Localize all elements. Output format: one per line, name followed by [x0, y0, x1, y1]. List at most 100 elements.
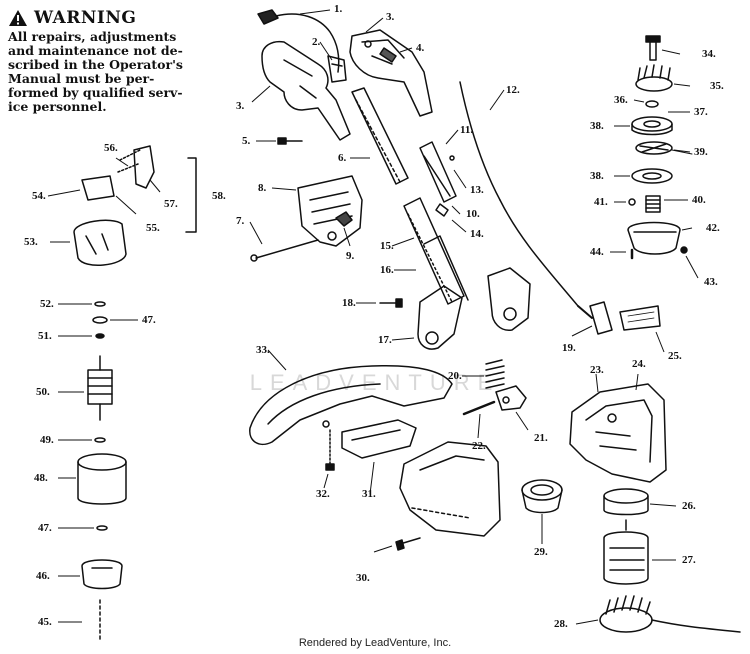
callout-30: 30. [356, 572, 370, 584]
callout-12: 12. [506, 84, 520, 96]
part-decal [619, 305, 661, 331]
callout-47b: 47. [38, 522, 52, 534]
part-cord-retainer [327, 55, 347, 83]
callout-20: 20. [448, 370, 462, 382]
callout-56: 56. [104, 142, 118, 154]
warning-line: ice personnel. [8, 99, 107, 114]
warning-line: Manual must be per- [8, 71, 155, 86]
warning-notice: WARNING All repairs, adjustments and mai… [8, 8, 208, 114]
callout-54: 54. [32, 190, 46, 202]
callout-11: 11. [460, 124, 474, 136]
part-screw-18 [379, 298, 403, 308]
callout-21: 21. [534, 432, 548, 444]
part-line-retainer [589, 301, 613, 335]
part-screw-5 [277, 137, 303, 145]
warning-line: scribed in the Operator's [8, 57, 183, 72]
part-spring [485, 359, 505, 389]
part-fan [599, 595, 741, 633]
callout-44: 44. [590, 246, 604, 258]
callout-4: 4. [416, 42, 425, 54]
callout-47a: 47. [142, 314, 156, 326]
callout-57: 57. [164, 198, 178, 210]
callout-55: 55. [146, 222, 160, 234]
part-motor-cover [399, 441, 501, 537]
leader-lines [47, 9, 699, 625]
part-cord-plug [257, 9, 340, 73]
callout-31: 31. [362, 488, 376, 500]
part-washer-36 [645, 100, 659, 108]
watermark: LEADVENTURE [249, 370, 501, 395]
part-coupling [419, 141, 457, 217]
part-ball-41 [628, 198, 636, 206]
part-spool-housing [627, 221, 681, 255]
callout-28: 28. [554, 618, 568, 630]
part-handle-right [349, 29, 433, 117]
callout-6: 6. [338, 152, 347, 164]
part-stator-48 [77, 453, 127, 505]
part-washer-47b [96, 525, 108, 531]
part-washer-47a [92, 316, 108, 324]
callout-32: 32. [316, 488, 330, 500]
part-spool-bolt [645, 35, 661, 61]
callout-14: 14. [470, 228, 484, 240]
part-upper-shaft [351, 87, 409, 185]
callout-43: 43. [704, 276, 718, 288]
callout-37: 37. [694, 106, 708, 118]
callout-42: 42. [706, 222, 720, 234]
callout-35: 35. [710, 80, 724, 92]
part-aux-handle [297, 175, 363, 247]
part-armature-50 [87, 355, 113, 421]
callout-3a: 3. [236, 100, 245, 112]
part-collar [603, 488, 649, 516]
callout-33: 33. [256, 344, 270, 356]
callout-18: 18. [342, 297, 356, 309]
callout-5: 5. [242, 135, 251, 147]
part-spool-fan [635, 64, 673, 92]
warning-triangle-icon [8, 9, 28, 27]
callout-25: 25. [668, 350, 682, 362]
callout-16: 16. [380, 264, 394, 276]
callout-53: 53. [24, 236, 38, 248]
callout-15: 15. [380, 240, 394, 252]
part-pin-22 [462, 400, 496, 416]
callout-58: 58. [212, 190, 226, 202]
part-bolt-7 [250, 239, 319, 262]
warning-line: formed by qualified serv- [8, 85, 183, 100]
footer-credit: Rendered by LeadVenture, Inc. [298, 637, 452, 649]
callout-27: 27. [682, 554, 696, 566]
callout-8: 8. [258, 182, 267, 194]
callout-1: 1. [334, 3, 343, 15]
callout-19: 19. [562, 342, 576, 354]
part-spool [635, 141, 693, 155]
warning-heading: WARNING [8, 8, 208, 28]
part-guard [249, 364, 453, 446]
callout-41: 41. [594, 196, 608, 208]
callout-22: 22. [472, 440, 486, 452]
part-latch [495, 385, 527, 411]
part-washer-49 [94, 437, 106, 443]
callout-46: 46. [36, 570, 50, 582]
callout-7: 7. [236, 215, 245, 227]
callout-52: 52. [40, 298, 54, 310]
part-washer-52 [94, 301, 106, 307]
callout-38a: 38. [590, 120, 604, 132]
part-spring-40 [645, 195, 661, 213]
callout-2: 2. [312, 36, 321, 48]
callout-51: 51. [38, 330, 52, 342]
part-clip-51 [95, 333, 105, 339]
warning-line: All repairs, adjustments [8, 29, 177, 44]
part-brush-holder-46 [81, 559, 123, 590]
part-handle-left [261, 40, 351, 141]
callout-9: 9. [346, 250, 355, 262]
part-bearing [521, 479, 563, 514]
part-knob-9 [335, 211, 353, 227]
warning-text: All repairs, adjustments and maintenance… [8, 30, 208, 114]
callout-40: 40. [692, 194, 706, 206]
callout-49: 49. [40, 434, 54, 446]
callout-39: 39. [694, 146, 708, 158]
part-end-cap [73, 219, 127, 266]
callout-45: 45. [38, 616, 52, 628]
part-spool-ring [631, 168, 673, 184]
part-trimmer-line [459, 81, 593, 319]
